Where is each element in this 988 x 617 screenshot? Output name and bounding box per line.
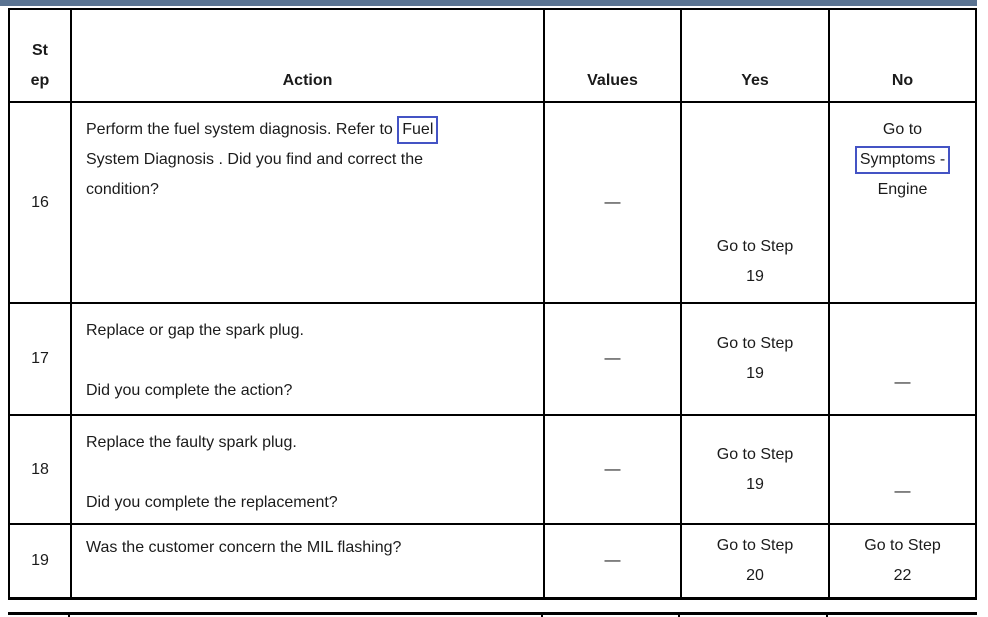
action-line: Did you complete the replacement? bbox=[86, 494, 338, 511]
values-cell: — bbox=[543, 414, 682, 525]
symptoms-engine-link[interactable]: Symptoms - bbox=[854, 146, 951, 174]
header-step-line1: St bbox=[32, 42, 48, 59]
yes-goto-text: Go to Step bbox=[716, 537, 794, 554]
yes-goto-text: Go to Step bbox=[716, 335, 794, 352]
header-action-label: Action bbox=[282, 72, 333, 89]
yes-goto-step-number: 19 bbox=[746, 475, 764, 493]
header-no-label: No bbox=[891, 72, 914, 89]
header-step: St ep bbox=[8, 8, 72, 103]
table-row-step-18: 18 Replace the faulty spark plug. Did yo… bbox=[8, 414, 977, 525]
next-row-partial-column-stub bbox=[678, 615, 680, 617]
header-yes: Yes bbox=[680, 8, 830, 103]
next-row-partial-column-stub bbox=[826, 615, 828, 617]
step-number: 18 bbox=[31, 460, 49, 478]
yes-goto-step-number: 19 bbox=[746, 365, 764, 382]
yes-goto-step-number: 19 bbox=[746, 268, 764, 285]
values-cell: — bbox=[543, 302, 682, 416]
action-line: Did you complete the action? bbox=[86, 382, 293, 399]
action-line: Perform the fuel system diagnosis. Refer… bbox=[86, 115, 439, 145]
yes-cell: Go to Step 20 bbox=[680, 523, 830, 600]
diagnostic-table: St ep Action Values Yes bbox=[8, 8, 977, 600]
header-yes-label: Yes bbox=[741, 72, 769, 89]
table-row-step-17: 17 Replace or gap the spark plug. Did yo… bbox=[8, 302, 977, 416]
values-dash: — bbox=[604, 350, 621, 367]
fuel-system-diagnosis-link[interactable]: Fuel bbox=[397, 116, 439, 144]
no-goto-step-number: 22 bbox=[893, 567, 912, 584]
action-line: Replace or gap the spark plug. bbox=[86, 322, 304, 339]
header-values-label: Values bbox=[587, 72, 638, 89]
action-line: condition? bbox=[86, 181, 159, 198]
step-cell: 17 bbox=[8, 302, 72, 416]
header-no: No bbox=[828, 8, 977, 103]
next-row-partial-column-stub bbox=[541, 615, 543, 617]
table-header-row: St ep Action Values Yes bbox=[8, 8, 977, 103]
window-top-bar bbox=[0, 0, 977, 6]
yes-goto-text: Go to Step bbox=[716, 445, 794, 463]
yes-goto-step-number: 20 bbox=[746, 567, 764, 584]
yes-cell: Go to Step 19 bbox=[680, 101, 830, 304]
step-cell: 16 bbox=[8, 101, 72, 304]
action-cell: Replace the faulty spark plug. Did you c… bbox=[70, 414, 545, 525]
no-cell: — bbox=[828, 302, 977, 416]
action-cell: Replace or gap the spark plug. Did you c… bbox=[70, 302, 545, 416]
no-cell: Go to Symptoms - Engine bbox=[828, 101, 977, 304]
step-number: 19 bbox=[31, 552, 49, 569]
step-cell: 18 bbox=[8, 414, 72, 525]
values-cell: — bbox=[543, 101, 682, 304]
values-dash: — bbox=[604, 460, 621, 478]
action-line: Replace the faulty spark plug. bbox=[86, 434, 297, 451]
action-line: System Diagnosis . Did you find and corr… bbox=[86, 151, 424, 168]
action-text: Perform the fuel system diagnosis. Refer… bbox=[86, 121, 398, 138]
table-row-step-19: 19 Was the customer concern the MIL flas… bbox=[8, 523, 977, 600]
step-cell: 19 bbox=[8, 523, 72, 600]
yes-goto-text: Go to Step bbox=[716, 238, 794, 255]
values-cell: — bbox=[543, 523, 682, 600]
values-dash: — bbox=[604, 193, 621, 211]
table-row-step-16: 16 Perform the fuel system diagnosis. Re… bbox=[8, 101, 977, 304]
header-values: Values bbox=[543, 8, 682, 103]
no-dash: — bbox=[894, 374, 911, 391]
yes-cell: Go to Step 19 bbox=[680, 302, 830, 416]
action-cell: Perform the fuel system diagnosis. Refer… bbox=[70, 101, 545, 304]
header-step-line2: ep bbox=[30, 72, 50, 89]
no-cell: — bbox=[828, 414, 977, 525]
action-cell: Was the customer concern the MIL flashin… bbox=[70, 523, 545, 600]
values-dash: — bbox=[604, 552, 621, 569]
no-goto-text: Go to Step bbox=[864, 537, 941, 554]
step-number: 17 bbox=[31, 350, 49, 367]
no-goto-text: Go to bbox=[882, 121, 923, 138]
next-row-partial-border bbox=[8, 612, 977, 615]
no-goto-text: Engine bbox=[877, 181, 928, 198]
yes-cell: Go to Step 19 bbox=[680, 414, 830, 525]
no-cell: Go to Step 22 bbox=[828, 523, 977, 600]
step-number: 16 bbox=[31, 193, 49, 211]
next-row-partial-column-stub bbox=[68, 615, 70, 617]
no-dash: — bbox=[894, 483, 911, 500]
header-action: Action bbox=[70, 8, 545, 103]
action-line: Was the customer concern the MIL flashin… bbox=[86, 539, 402, 556]
